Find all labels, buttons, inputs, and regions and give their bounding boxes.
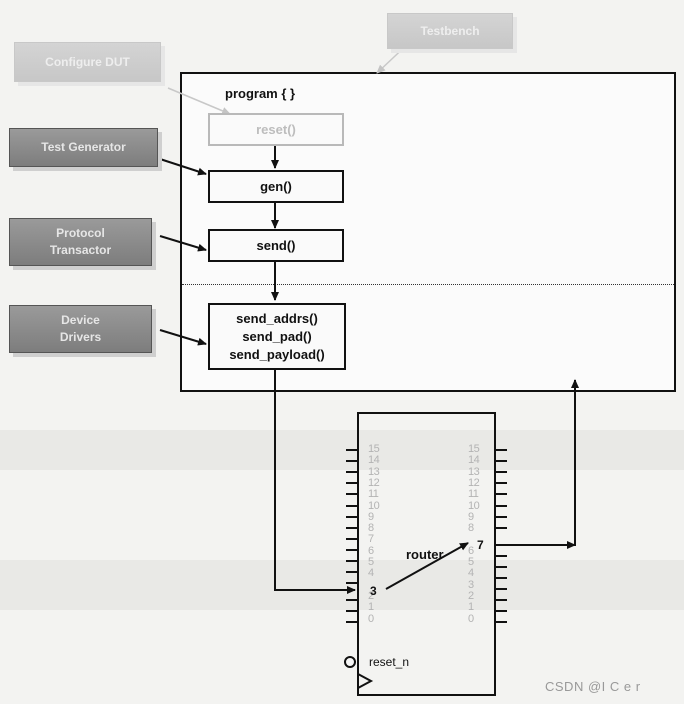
router-pin-number: 13 [468,465,480,478]
router-reset-label: reset_n [369,655,410,669]
router-pin-number: 6 [368,544,374,557]
device-drivers-label-line2: Drivers [59,330,102,344]
watermark: CSDN @I C e r [545,679,641,694]
router-route-arrow [385,542,469,590]
router-pin-number: 0 [468,612,474,625]
router-pin-number: 15 [468,443,480,455]
reset-bubble [344,656,356,668]
device-drivers-label: Device Drivers [9,305,152,353]
router-pin-number: 9 [368,510,374,523]
router-pin-number: 14 [368,454,380,467]
router-left-pins [346,449,358,623]
protocol-transactor-label: Protocol Transactor [9,218,152,266]
router-pin-number: 13 [368,465,380,478]
send-details-block: send_addrs() send_pad() send_payload() [208,303,346,370]
reset-block: reset() [208,113,344,146]
router-pin-number: 6 [468,544,474,557]
router-pin-number: 8 [368,522,374,535]
configure-dut-arrow [167,87,231,115]
device-drivers-arrow [159,329,207,346]
router-pin-number: 9 [468,510,474,523]
testbench-divider [182,284,674,285]
protocol-transactor-arrow [159,235,207,252]
router-pin-number: 12 [468,476,480,489]
background-band [0,430,684,470]
test-generator-label: Test Generator [9,128,158,167]
router-pin-number: 10 [468,499,480,512]
router-pin-number: 8 [468,522,474,535]
protocol-transactor-label-line2: Transactor [49,243,112,257]
protocol-transactor-label-line1: Protocol [56,226,105,240]
router-pin-number: 3 [468,578,474,591]
program-title: program { } [225,86,296,101]
router-pin-number: 12 [368,476,380,489]
gen-block: gen() [208,170,344,203]
router-to-testbench-wire [495,379,579,546]
configure-dut-label: Configure DUT [14,42,161,82]
router-pin-number: 2 [368,589,374,602]
router-pin-number: 4 [468,567,474,580]
router-pin-number: 1 [368,601,374,614]
send-addrs-text: send_addrs() [236,310,318,326]
router-pin-number: 7 [368,533,374,546]
testbench-label: Testbench [387,13,513,49]
router-pin-number: 15 [368,443,380,455]
router-output-pin: 7 [477,538,484,552]
router-pin-number: 14 [468,454,480,467]
send-payload-text: send_payload() [229,346,325,362]
router-right-pins [495,449,507,623]
router-pin-number: 4 [368,567,374,580]
router-input-pin: 3 [370,584,377,598]
router-name: router [406,547,444,562]
router-pin-number: 5 [368,556,374,568]
router-pin-number: 11 [468,488,479,501]
router-pin-number: 0 [368,612,374,625]
test-generator-arrow [159,158,207,176]
router-pin-number: 10 [368,499,380,512]
clock-triangle [357,673,374,689]
send-block: send() [208,229,344,262]
device-drivers-label-line1: Device [61,313,100,327]
router-block [357,412,496,696]
send-pad-text: send_pad() [242,328,312,344]
router-pin-number: 2 [468,589,474,602]
router-pin-number: 11 [368,488,379,501]
router-pin-number: 1 [468,601,474,614]
router-pin-number: 5 [468,556,474,568]
drivers-to-router-wire [274,370,356,594]
background-band [0,560,684,610]
